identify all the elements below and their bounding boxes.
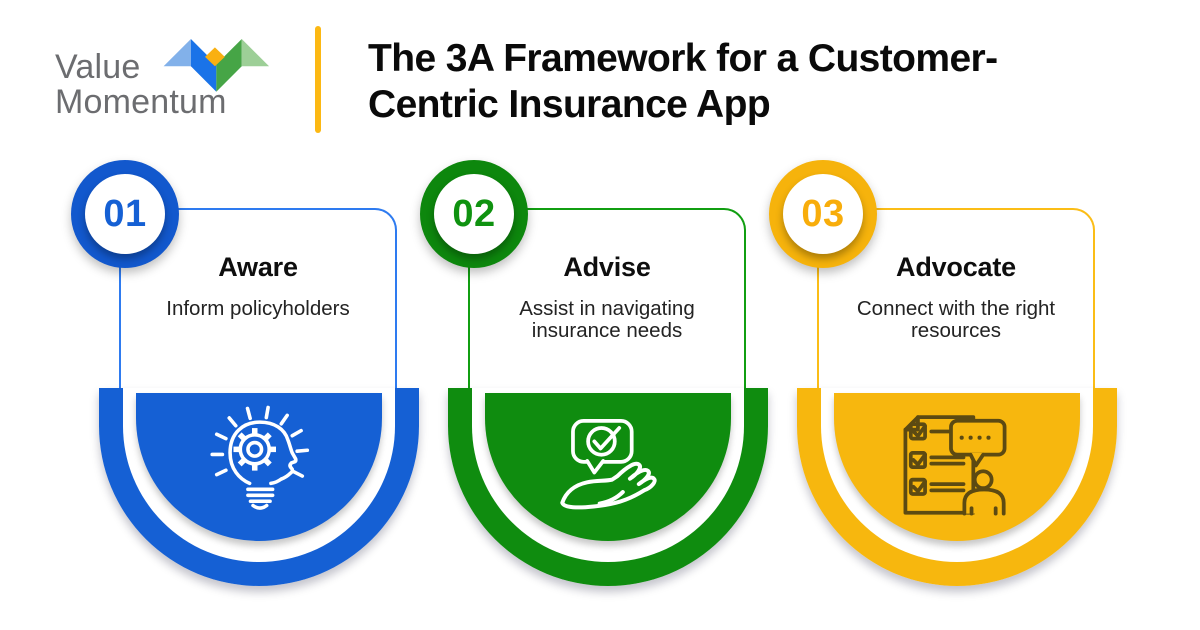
checklist-person-chat-icon bbox=[903, 415, 1007, 516]
mark-green-stroke bbox=[216, 38, 242, 92]
card-advise: 02 Advise Assist in navigating insurance… bbox=[420, 160, 768, 600]
title-line-1: The 3A Framework for a Customer- bbox=[368, 37, 998, 80]
card-description: Inform policyholders bbox=[166, 297, 350, 320]
valuemomentum-logo: Value Momentum bbox=[55, 50, 227, 120]
card-outline bbox=[817, 208, 1095, 390]
step-badge-inner: 01 bbox=[85, 174, 165, 254]
step-number: 01 bbox=[103, 192, 147, 235]
lightbulb-gear-head-icon bbox=[210, 405, 310, 510]
title-line-2: Centric Insurance App bbox=[368, 83, 771, 126]
card-title: Advocate bbox=[896, 252, 1016, 282]
card-outline bbox=[468, 208, 746, 390]
page-title: The 3A Framework for a Customer- Centric… bbox=[368, 36, 1068, 128]
header-divider bbox=[315, 26, 321, 133]
card-description: Connect with the right resources bbox=[856, 297, 1056, 342]
hand-holding-check-bubble-icon bbox=[560, 419, 657, 510]
mark-yellow-diamond bbox=[205, 47, 225, 67]
logo-word-value: Value bbox=[55, 48, 141, 86]
card-title: Aware bbox=[218, 252, 298, 282]
card-title: Advise bbox=[563, 252, 651, 282]
step-badge-inner: 02 bbox=[434, 174, 514, 254]
step-number: 03 bbox=[801, 192, 845, 235]
step-badge-01: 01 bbox=[71, 160, 179, 268]
step-badge-03: 03 bbox=[769, 160, 877, 268]
card-outline bbox=[119, 208, 397, 390]
step-number: 02 bbox=[452, 192, 496, 235]
step-badge-inner: 03 bbox=[783, 174, 863, 254]
mark-blue-stroke bbox=[190, 38, 217, 92]
mark-light-blue-triangle bbox=[163, 38, 191, 67]
logo-word-momentum: Momentum bbox=[55, 83, 227, 121]
mark-light-green-triangle bbox=[241, 38, 270, 67]
card-description: Assist in navigating insurance needs bbox=[519, 297, 695, 342]
step-badge-02: 02 bbox=[420, 160, 528, 268]
card-advocate: 03 Advocate Connect with the right resou… bbox=[769, 160, 1117, 600]
card-aware: 01 Aware Inform policyholders bbox=[71, 160, 419, 600]
valuemomentum-mark-icon bbox=[163, 38, 270, 92]
